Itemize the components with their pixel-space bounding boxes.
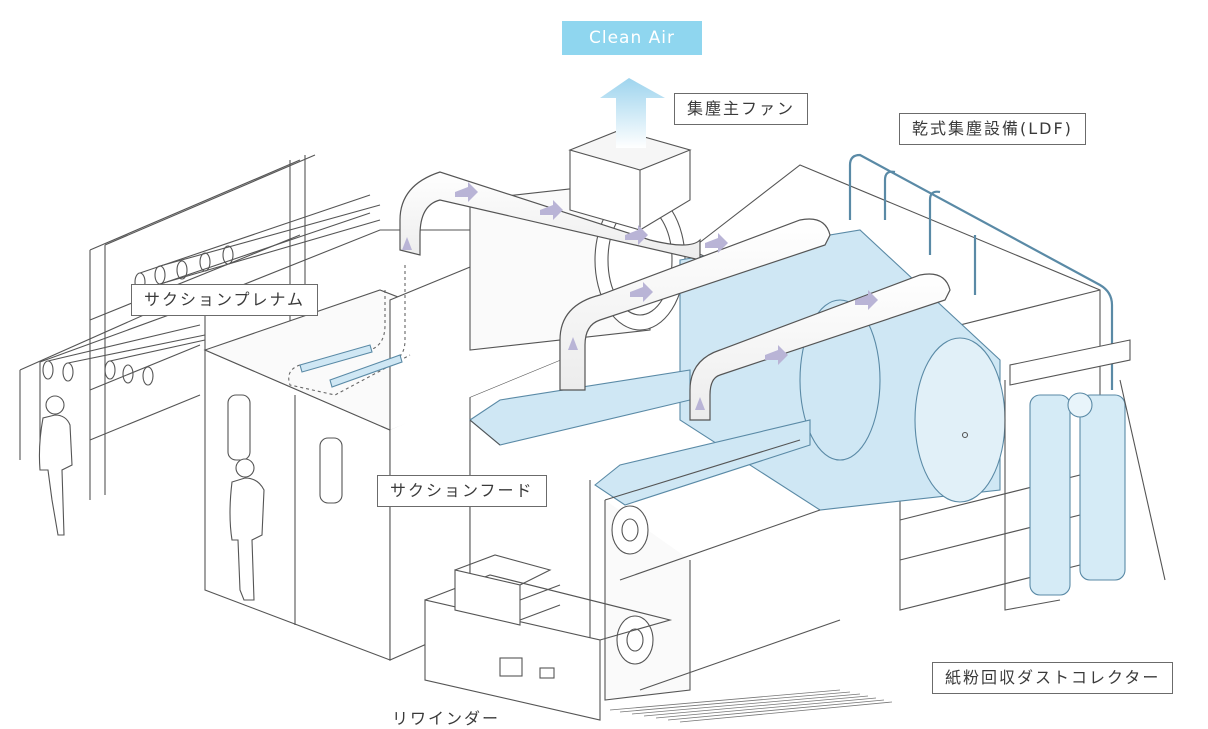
- main-fan-label: 集塵主ファン: [674, 93, 809, 125]
- clean-air-arrow: [600, 78, 665, 148]
- floor-hatch: [609, 689, 893, 723]
- flow-arrows: [402, 182, 878, 410]
- fan-housing: [568, 129, 692, 231]
- dust-collector-label: 紙粉回収ダストコレクター: [932, 662, 1174, 694]
- suction-plenum-label: サクションプレナム: [131, 284, 319, 316]
- ldf-piping: [848, 153, 1114, 390]
- rewinder-unit: [424, 554, 673, 721]
- dry-collector-label: 乾式集塵設備(LDF): [899, 113, 1086, 145]
- worker-left: [38, 395, 73, 536]
- suction-plenum-blue: [299, 344, 403, 388]
- worker-right: [229, 458, 265, 601]
- suction-hood-label: サクションフード: [377, 475, 547, 507]
- cyclone-units: [1004, 339, 1166, 611]
- clean-air-label: Clean Air: [562, 21, 702, 55]
- rewinder-label: リワインダー: [392, 709, 501, 728]
